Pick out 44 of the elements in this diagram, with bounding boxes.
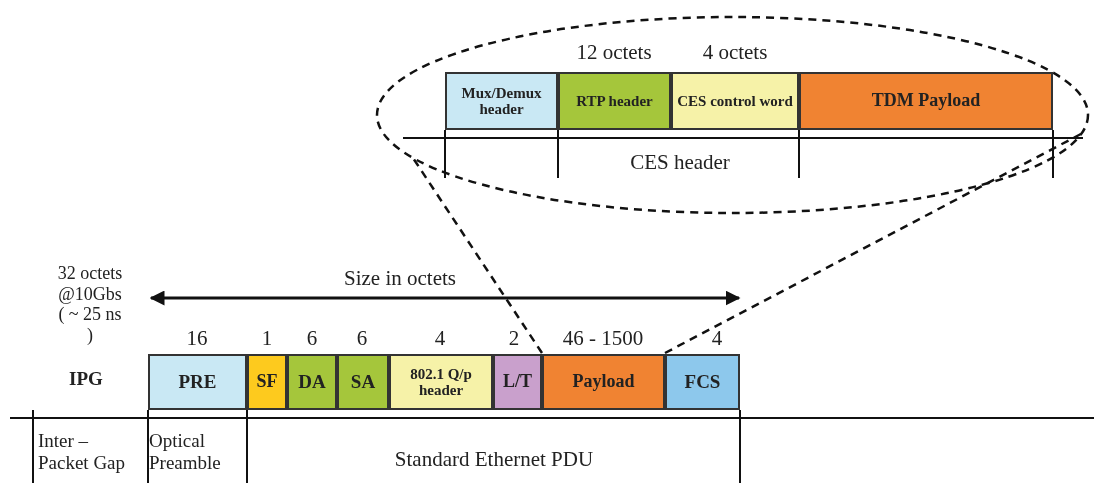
field-label: RTP header bbox=[576, 92, 653, 110]
dashed-zoom-ellipse bbox=[375, 15, 1090, 215]
group-label: Standard Ethernet PDU bbox=[393, 447, 595, 472]
rate-note: 32 octets @10Gbs ( ~ 25 ns ) bbox=[56, 263, 124, 346]
size-value: 2 bbox=[507, 326, 521, 351]
field-box bbox=[493, 354, 542, 410]
field-label: CES control word bbox=[677, 92, 793, 110]
size-value: 6 bbox=[355, 326, 369, 351]
field-box bbox=[558, 72, 671, 130]
dashed-zoom-line bbox=[411, 157, 544, 354]
field-label: PRE bbox=[178, 371, 217, 393]
size-value: 4 bbox=[433, 326, 447, 351]
field-label: SF bbox=[256, 372, 278, 392]
size-value: 4 bbox=[710, 326, 724, 351]
field-box bbox=[287, 354, 337, 410]
field-label: Mux/Demux header bbox=[460, 84, 543, 118]
field-box bbox=[799, 72, 1053, 130]
field-label: 802.1 Q/p header bbox=[409, 365, 473, 399]
size-value: 46 - 1500 bbox=[561, 326, 645, 351]
dashed-zoom-line bbox=[664, 132, 1083, 355]
field-label: IPG bbox=[68, 368, 104, 390]
axis-label: Size in octets bbox=[343, 266, 457, 291]
group-label: CES header bbox=[629, 150, 731, 175]
field-box bbox=[389, 354, 493, 410]
size-value: 1 bbox=[260, 326, 274, 351]
field-label: DA bbox=[298, 371, 326, 393]
size-label: 4 octets bbox=[701, 40, 769, 65]
field-box bbox=[542, 354, 665, 410]
size-label: 12 octets bbox=[575, 40, 653, 65]
field-label: FCS bbox=[684, 371, 721, 393]
group-label: Optical Preamble bbox=[149, 430, 222, 474]
group-label: Inter – Packet Gap bbox=[38, 430, 127, 474]
field-box bbox=[445, 72, 558, 130]
field-box bbox=[671, 72, 799, 130]
size-value: 16 bbox=[185, 326, 209, 351]
field-box bbox=[148, 354, 247, 410]
field-label: SA bbox=[350, 371, 376, 393]
field-label: L/T bbox=[503, 372, 532, 392]
field-label: TDM Payload bbox=[871, 91, 981, 111]
field-box bbox=[665, 354, 740, 410]
field-label: Payload bbox=[572, 372, 635, 392]
field-box bbox=[337, 354, 389, 410]
size-value: 6 bbox=[305, 326, 319, 351]
field-box bbox=[247, 354, 287, 410]
